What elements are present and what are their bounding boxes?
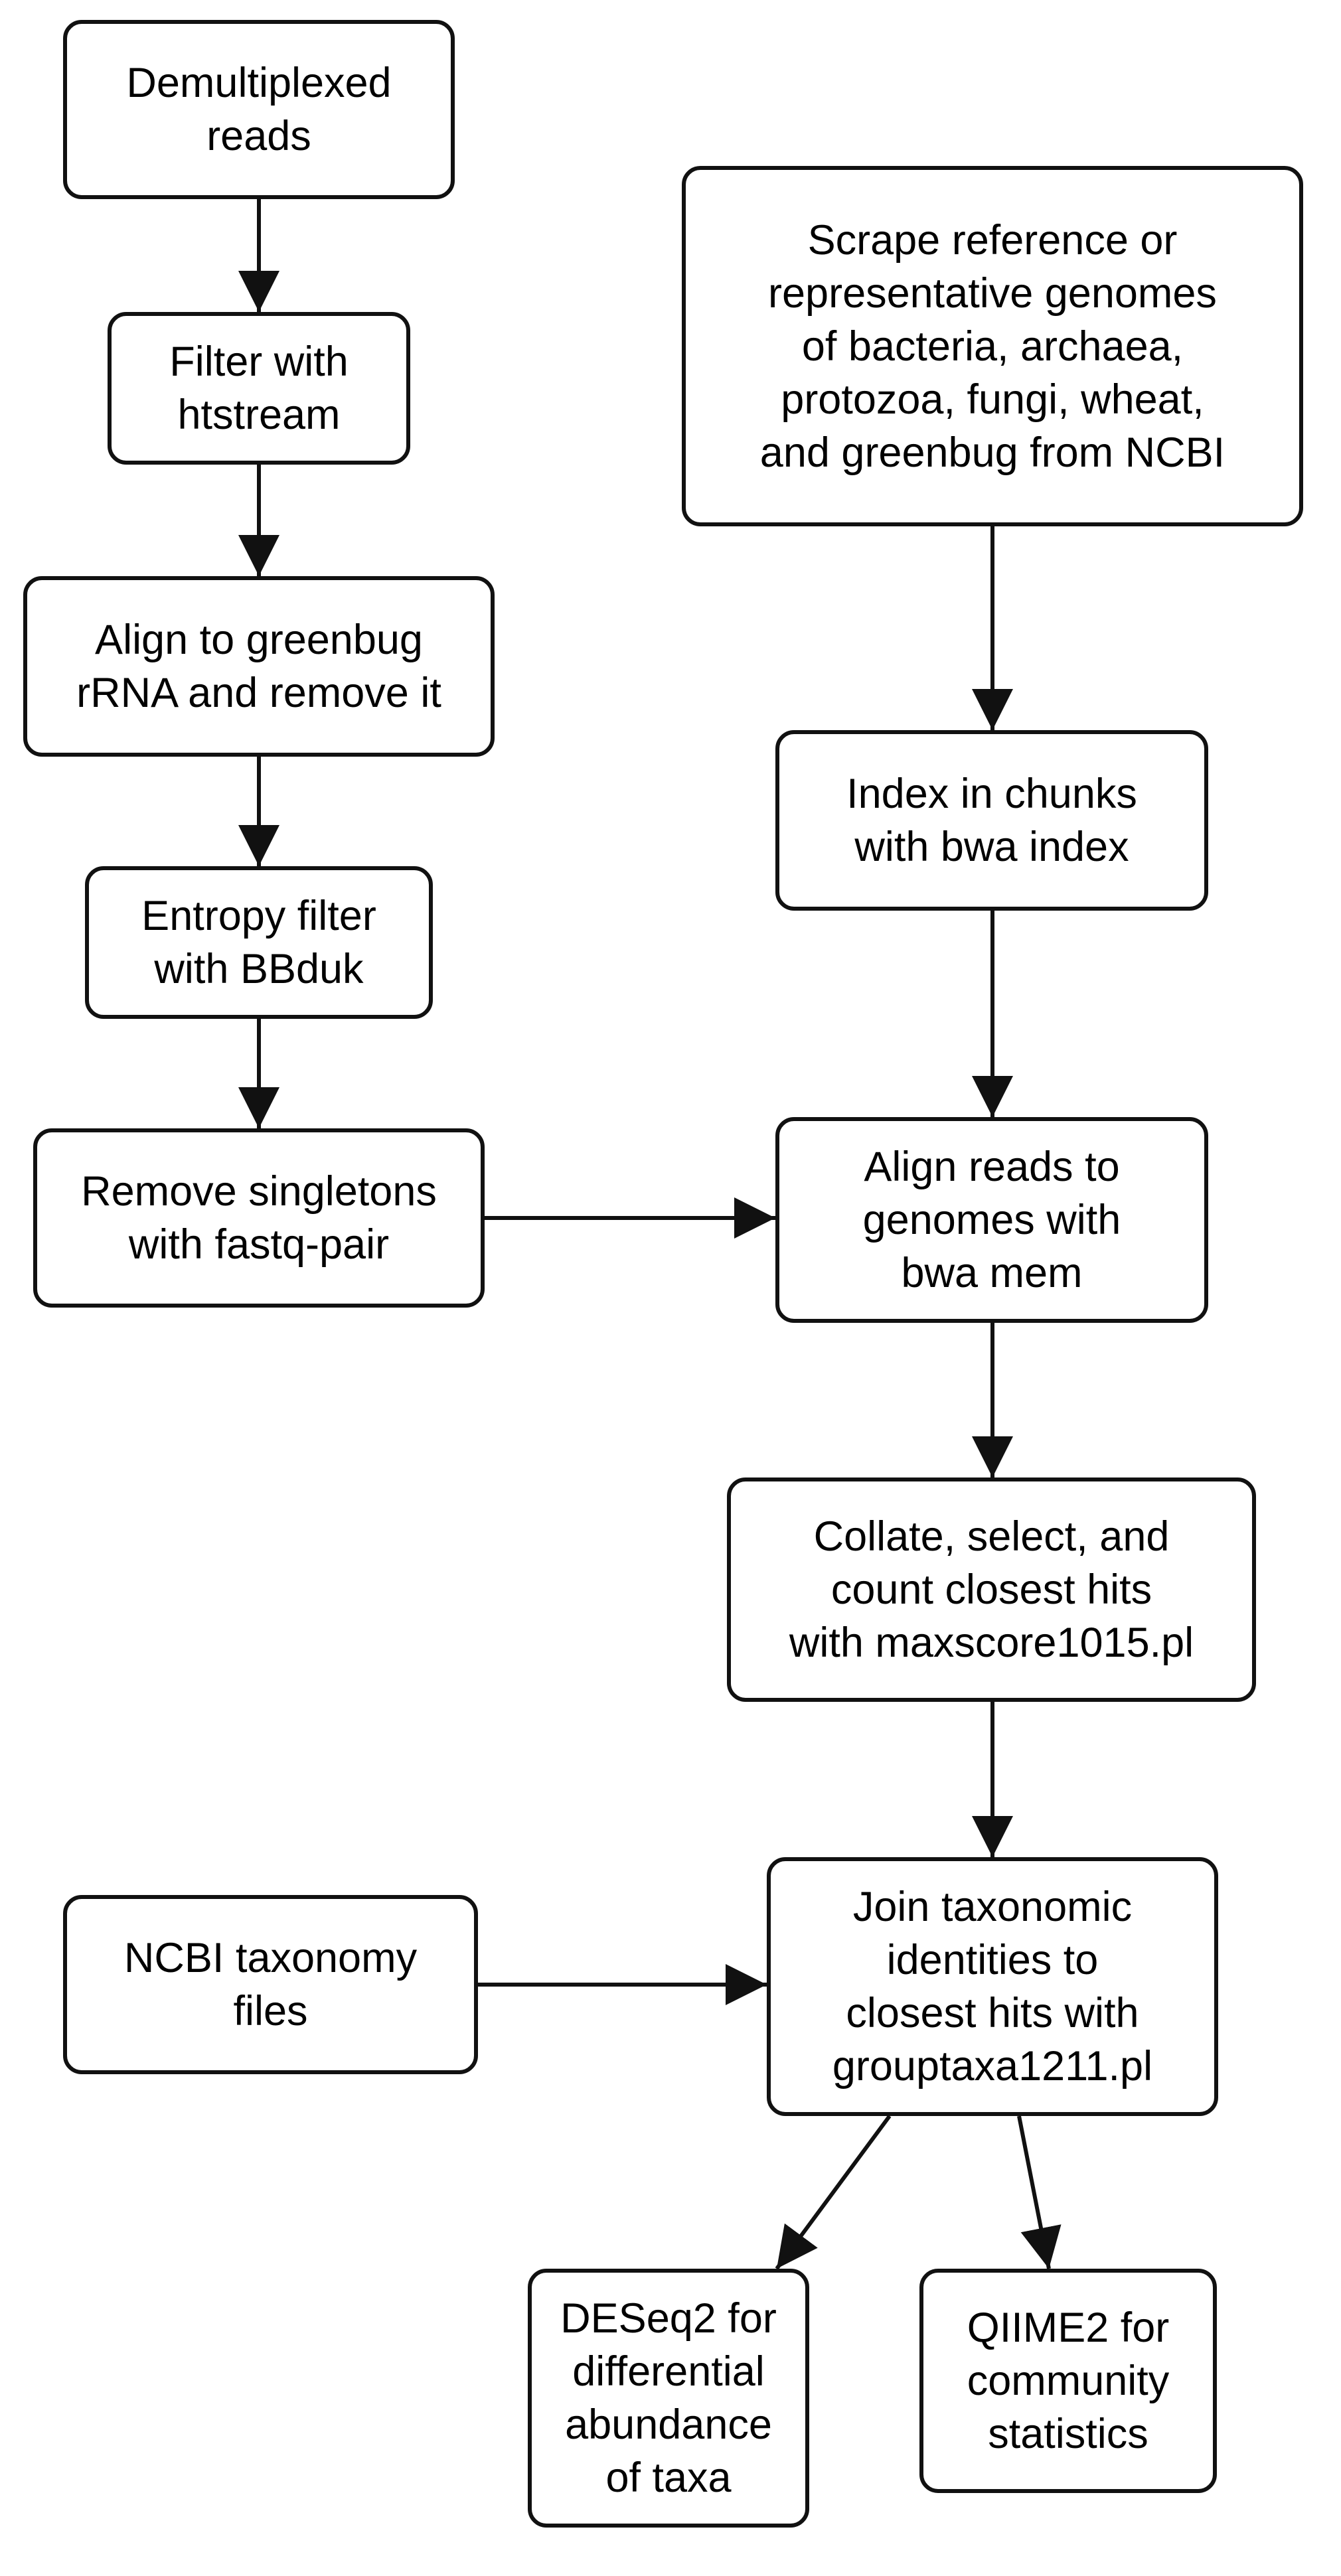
node-align-reads: Align reads to genomes with bwa mem (775, 1117, 1208, 1323)
node-label-line: Entropy filter (141, 893, 376, 939)
node-label-line: protozoa, fungi, wheat, (781, 376, 1204, 423)
node-label: Index in chunks with bwa index (846, 767, 1137, 873)
edge-join-taxonomy-to-deseq2 (775, 2115, 892, 2270)
node-label-line: Filter with (169, 339, 349, 385)
node-entropy-filter: Entropy filter with BBduk (85, 866, 433, 1019)
node-label-line: Remove singletons (81, 1168, 437, 1215)
node-label-line: files (233, 1988, 308, 2034)
node-label-line: of taxa (605, 2455, 732, 2501)
node-remove-singletons: Remove singletons with fastq-pair (33, 1128, 485, 1308)
node-label-line: abundance (565, 2401, 772, 2448)
node-label-line: DESeq2 for (560, 2295, 777, 2342)
node-label-line: Index in chunks (846, 771, 1137, 817)
node-label: NCBI taxonomy files (124, 1932, 417, 2038)
node-collate-hits: Collate, select, and count closest hits wi… (727, 1477, 1256, 1702)
node-join-taxonomy: Join taxonomic identities to closest hits … (767, 1857, 1218, 2116)
node-align-greenbug-rrna: Align to greenbug rRNA and remove it (23, 576, 495, 757)
node-label: Entropy filter with BBduk (141, 889, 376, 996)
node-label-line: Align reads to (864, 1144, 1120, 1190)
node-label-line: closest hits with (846, 1990, 1139, 2036)
node-label-line: representative genomes (768, 269, 1217, 317)
node-label-line: reads (206, 113, 311, 159)
node-label: QIIME2 for community statistics (967, 2301, 1170, 2461)
node-filter-htstream: Filter with htstream (108, 312, 410, 465)
node-label-line: bwa mem (901, 1250, 1083, 1296)
node-label-line: with BBduk (154, 946, 364, 992)
node-label: Remove singletons with fastq-pair (81, 1165, 437, 1271)
node-label-line: identities to (886, 1937, 1099, 1983)
node-label: Collate, select, and count closest hits wi… (789, 1510, 1194, 1669)
node-label-line: Scrape reference or (807, 216, 1178, 264)
node-label: Join taxonomic identities to closest hits … (832, 1880, 1152, 2093)
node-deseq2: DESeq2 for differential abundance of taxa (528, 2269, 809, 2528)
node-label-line: rRNA and remove it (76, 670, 441, 716)
node-label-line: of bacteria, archaea, (801, 323, 1184, 370)
node-index-chunks: Index in chunks with bwa index (775, 730, 1208, 911)
node-scrape-genomes: Scrape reference or representative genome… (682, 166, 1303, 526)
node-label-line: with bwa index (854, 824, 1129, 870)
node-label-line: community (967, 2358, 1170, 2404)
edge-join-taxonomy-to-qiime2 (1017, 2115, 1062, 2269)
node-label-line: NCBI taxonomy (123, 1935, 418, 1981)
node-label-line: with maxscore1015.pl (789, 1620, 1194, 1666)
node-label-line: genomes with (862, 1197, 1121, 1243)
node-label-line: Collate, select, and (813, 1513, 1170, 1560)
node-label: Scrape reference or representative genome… (760, 214, 1225, 479)
node-label-line: Join taxonomic (852, 1884, 1133, 1930)
node-qiime2: QIIME2 for community statistics (919, 2269, 1217, 2493)
node-label-line: differential (572, 2348, 765, 2395)
node-label-line: Demultiplexed (126, 60, 392, 106)
node-label-line: with fastq-pair (128, 1221, 390, 1268)
node-label: DESeq2 for differential abundance of taxa (560, 2292, 777, 2504)
node-ncbi-taxonomy: NCBI taxonomy files (63, 1895, 478, 2074)
node-label-line: count closest hits (830, 1566, 1152, 1613)
node-label-line: Align to greenbug (95, 617, 423, 663)
node-label-line: statistics (988, 2411, 1148, 2457)
node-label: Demultiplexed reads (126, 56, 391, 163)
node-label-line: and greenbug from NCBI (759, 429, 1225, 476)
node-label-line: QIIME2 for (967, 2305, 1170, 2351)
node-label-line: grouptaxa1211.pl (832, 2043, 1153, 2089)
node-label: Filter with htstream (169, 335, 349, 441)
node-demultiplexed-reads: Demultiplexed reads (63, 20, 455, 199)
node-label: Align reads to genomes with bwa mem (863, 1140, 1121, 1300)
node-label: Align to greenbug rRNA and remove it (76, 613, 441, 720)
node-label-line: htstream (177, 392, 341, 438)
